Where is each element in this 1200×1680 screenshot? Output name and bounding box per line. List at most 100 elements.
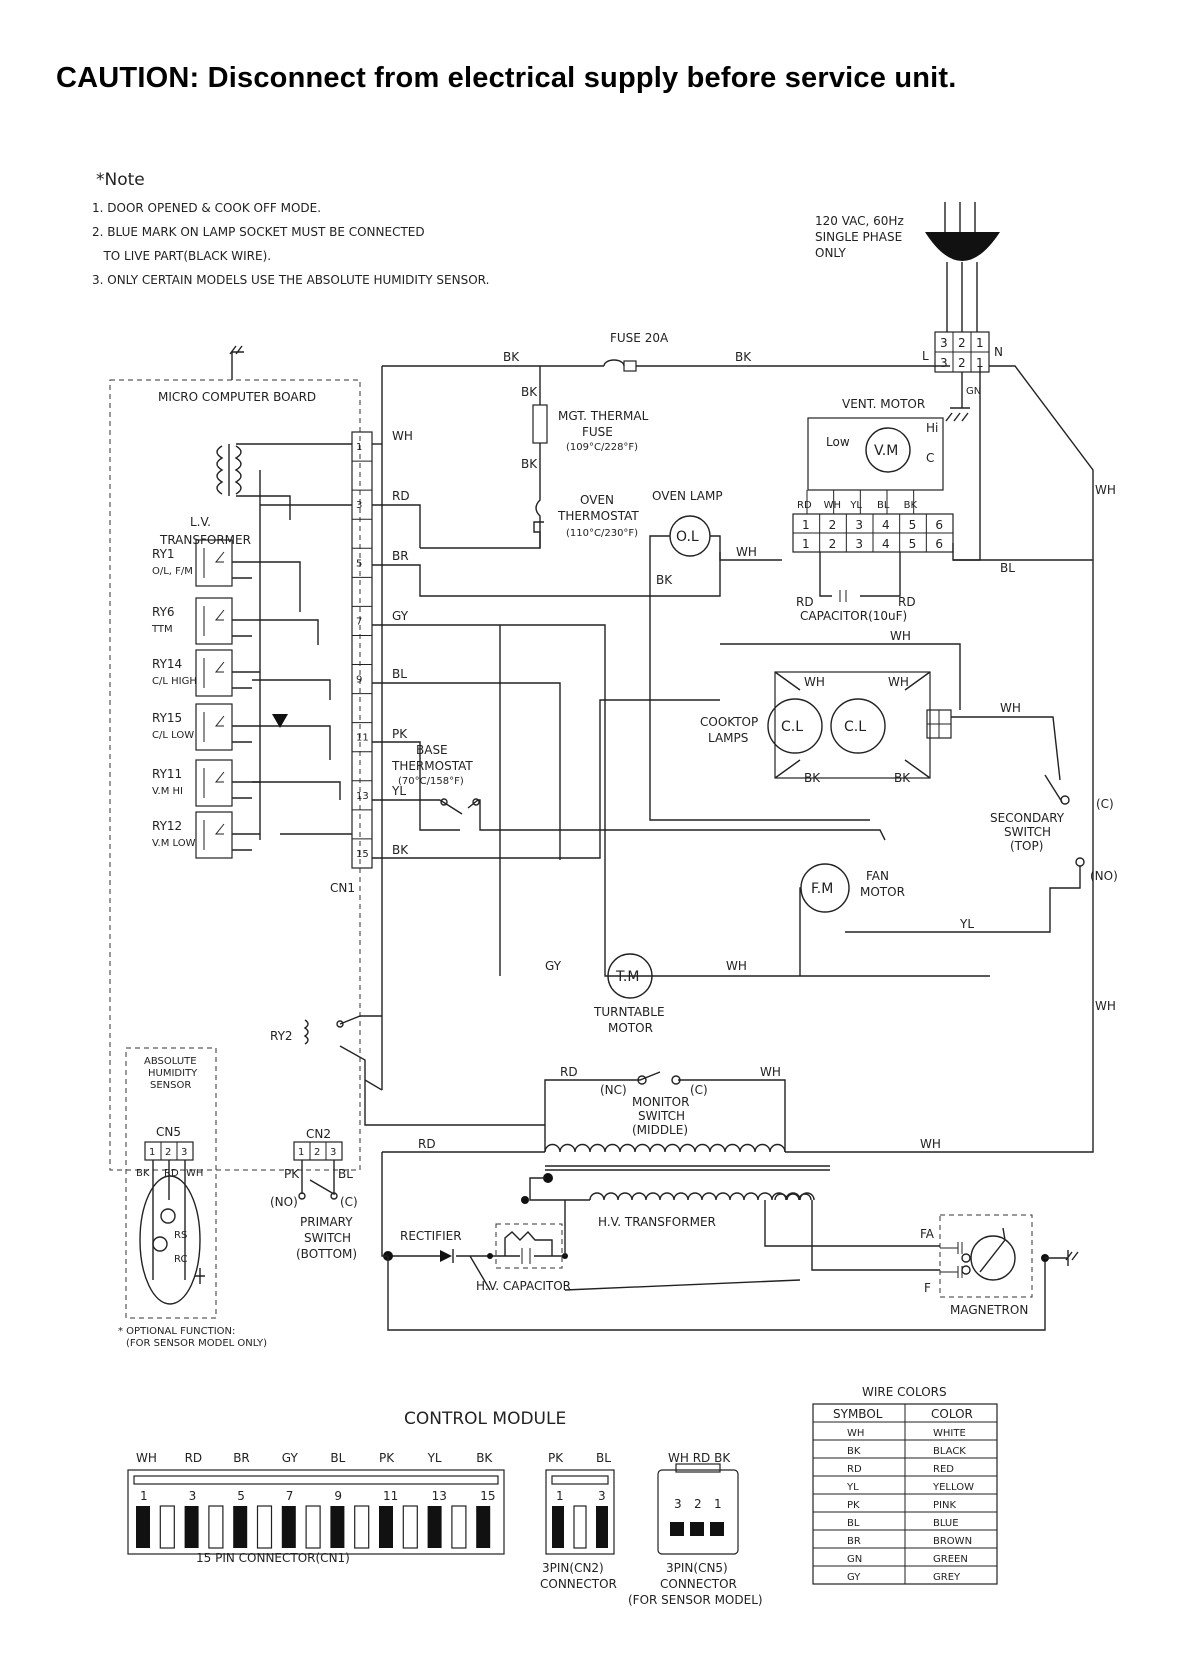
- primary-label-1: PRIMARY: [300, 1215, 353, 1229]
- wire-colors-symbol-rd: RD: [847, 1464, 862, 1475]
- lv-transformer-label-1: L.V.: [190, 515, 211, 529]
- cn1-wiring: WH RD BR GY GY BL PK YL BK: [372, 429, 990, 977]
- vent-wire-wh: WH: [824, 500, 841, 511]
- wire-label-rd-hv: RD: [418, 1137, 436, 1151]
- vent-wire-yl: YL: [849, 500, 862, 511]
- oven-thermostat-label-1: OVEN: [580, 493, 614, 507]
- vent-pin-bot-6: 6: [935, 537, 943, 551]
- cn5-pin-2: 2: [165, 1147, 171, 1158]
- cm-cn1-num-1: 1: [140, 1489, 148, 1503]
- cm-cn1-num-11: 11: [383, 1489, 398, 1503]
- cm-cn2-label-2: CONNECTOR: [540, 1577, 617, 1591]
- wire-trunk: [364, 366, 383, 1091]
- oven-thermostat: OVEN THERMOSTAT (110°C/230°F): [533, 493, 639, 548]
- wire-label-bl-vm: BL: [1000, 561, 1015, 575]
- fm-label: F.M: [811, 881, 833, 897]
- cn1-pin-5: 5: [356, 558, 362, 569]
- hv-transformer-label: H.V. TRANSFORMER: [598, 1215, 716, 1229]
- cm-cn1-pin: [402, 1505, 418, 1549]
- wire-label-bk-1: BK: [503, 350, 520, 364]
- power-line-1: 120 VAC, 60Hz: [815, 214, 904, 228]
- cm-cn1-pin: [208, 1505, 224, 1549]
- cm-cn1-wire-rd: RD: [185, 1451, 203, 1465]
- cm-cn1-pin: [379, 1506, 393, 1548]
- wire-label-wh-hv: WH: [920, 1137, 941, 1151]
- micro-computer-board: [109, 379, 361, 1171]
- mgt-thermal-fuse: BK BK MGT. THERMAL FUSE (109°C/228°F): [420, 366, 649, 549]
- vent-wire-bl: BL: [877, 500, 890, 511]
- note-line-4: 3. ONLY CERTAIN MODELS USE THE ABSOLUTE …: [92, 273, 489, 287]
- cn1-wire-bk: BK: [392, 843, 409, 857]
- fan-motor: F.M FAN MOTOR: [799, 863, 905, 976]
- fan-motor-label-2: MOTOR: [860, 885, 905, 899]
- vent-pin-bot-2: 2: [829, 537, 837, 551]
- mon-c: (C): [690, 1083, 708, 1097]
- secondary-switch: (C) (NO) SECONDARY SWITCH (TOP) YL: [845, 774, 1118, 933]
- vent-wire-bk: BK: [904, 500, 918, 511]
- rectifier-icon: [440, 1250, 452, 1262]
- hv-transformer: RD WH H.V. TRANSFORMER: [382, 880, 1094, 1271]
- cap-rd-l: RD: [796, 595, 814, 609]
- cm-cn1-pin: [184, 1506, 199, 1548]
- wire-label-rd-mon: RD: [560, 1065, 578, 1079]
- board-title: MICRO COMPUTER BOARD: [158, 390, 316, 404]
- power-term-1b: 1: [976, 356, 984, 370]
- cl-label-2: C.L: [844, 719, 866, 735]
- vent-pin-top-5: 5: [909, 518, 917, 532]
- base-thermostat-label-3: (70°C/158°F): [398, 776, 464, 787]
- cm-cn1-pin: [136, 1506, 150, 1548]
- sec-no: (NO): [1090, 869, 1118, 883]
- power-term-3a: 3: [940, 336, 948, 350]
- power-supply: 120 VAC, 60Hz SINGLE PHASE ONLY 3 2 1 3 …: [815, 202, 1003, 422]
- cn2-pin-1: 1: [298, 1147, 304, 1158]
- rectifier-label: RECTIFIER: [400, 1229, 462, 1243]
- prim-c: (C): [340, 1195, 358, 1209]
- ry12-sub: V.M LOW: [152, 838, 196, 849]
- plug-icon: [925, 232, 1000, 261]
- cn1-wire-yl: YL: [391, 784, 406, 798]
- cn1-pin-1: 1: [356, 442, 362, 453]
- cm-cn1-pin: [281, 1506, 296, 1548]
- cooktop-lamps-label-2: LAMPS: [708, 731, 748, 745]
- cn1-pin-7: 7: [356, 616, 362, 627]
- secondary-switch-label-1: SECONDARY: [990, 811, 1065, 825]
- vm-low: Low: [826, 435, 850, 449]
- vent-pin-bot-1: 1: [802, 537, 810, 551]
- humidity-sensor: ABSOLUTE HUMIDITY SENSOR CN5 1 2 3 BK RD…: [118, 1047, 267, 1349]
- wire-label-wh-n: WH: [1095, 483, 1116, 497]
- base-thermostat: BASE THERMOSTAT (70°C/158°F): [391, 743, 886, 841]
- ry12-label: RY12: [152, 819, 182, 833]
- cn2-label: CN2: [306, 1127, 331, 1141]
- ry14-sub: C/L HIGH: [152, 676, 197, 687]
- magnetron-label: MAGNETRON: [950, 1303, 1028, 1317]
- vent-pin-top-3: 3: [855, 518, 863, 532]
- cn1-pin-3: 3: [356, 500, 362, 511]
- ry1-sub: O/L, F/M: [152, 566, 193, 577]
- ry2-relay: RY2: [270, 1015, 545, 1126]
- wire-colors-color-gy: GREY: [933, 1572, 961, 1583]
- cm-cn5-num-1: 1: [714, 1497, 722, 1511]
- cm-cn2-num-1: 1: [556, 1489, 564, 1503]
- ground-wire-label: GN: [966, 386, 981, 397]
- mon-nc: (NC): [600, 1083, 627, 1097]
- vent-pin-top-6: 6: [935, 518, 943, 532]
- cn2-pin-3: 3: [330, 1147, 336, 1158]
- cm-cn1-pin: [451, 1505, 467, 1549]
- magnetron-ground-icon: [1045, 1250, 1079, 1266]
- note-line-1: 1. DOOR OPENED & COOK OFF MODE.: [92, 201, 321, 215]
- optional-label-1: * OPTIONAL FUNCTION:: [118, 1326, 235, 1337]
- cm-cn1-pin: [256, 1505, 273, 1549]
- wire-colors-color-br: BROWN: [933, 1536, 972, 1547]
- cm-cn2-wire-bl: BL: [596, 1451, 611, 1465]
- wire-label-wh-top: WH: [890, 629, 911, 643]
- cm-cn1-num-13: 13: [432, 1489, 447, 1503]
- ry15-sub: C/L LOW: [152, 730, 194, 741]
- oven-lamp: OVEN LAMP O.L WH BK: [649, 489, 870, 821]
- sensor-label-2: HUMIDITY: [148, 1068, 198, 1079]
- cn1-pin-13: 13: [356, 791, 369, 802]
- ry6-sub: TTM: [151, 624, 173, 635]
- wire-label-bk-mgt2: BK: [521, 457, 538, 471]
- cn1-wire-gy: GY: [392, 609, 409, 623]
- cm-cn2-connector: [545, 1469, 615, 1555]
- cn2-pin-2: 2: [314, 1147, 320, 1158]
